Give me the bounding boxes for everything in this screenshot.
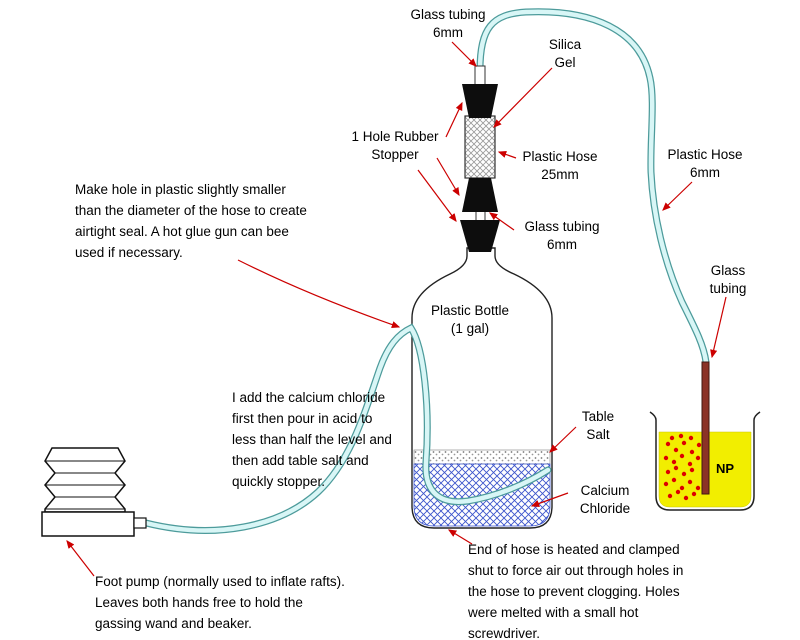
leader-silica-gel: [493, 67, 553, 128]
leader-lines: [66, 41, 727, 577]
leader-hose-6: [662, 181, 693, 211]
liquid-particles: [663, 433, 702, 501]
pump-bellows-folds: [45, 460, 125, 510]
silica-gel-tube: [464, 115, 496, 179]
leader-glass-tubing-mid: [489, 212, 515, 231]
foot-pump: [41, 447, 147, 537]
glass-tubing-right-label: Glass tubing: [709, 263, 747, 296]
acid-procedure-note: I add the calcium chloride first then po…: [232, 390, 392, 489]
silica-gel-label: Silica Gel: [548, 37, 582, 70]
leader-glass-tubing-top: [451, 41, 477, 67]
leader-stopper-1: [445, 101, 463, 138]
make-hole-note: Make hole in plastic slightly smaller th…: [75, 182, 307, 260]
glass-rod: [701, 361, 710, 495]
leader-stopper-3: [417, 169, 457, 222]
rubber-stopper-middle: [462, 178, 498, 212]
pump-hose: [142, 323, 552, 534]
rubber-stopper-bottle: [460, 220, 500, 252]
foot-pump-note: Foot pump (normally used to inflate raft…: [95, 574, 345, 631]
leader-make-hole: [237, 259, 401, 329]
pump-nozzle: [133, 517, 147, 529]
pump-bellows: [44, 447, 126, 513]
delivery-hose: [476, 8, 710, 366]
leader-glass-tubing-right: [710, 296, 727, 359]
beaker: [649, 361, 761, 511]
pump-base: [41, 511, 135, 537]
plastic-hose-25mm-label: Plastic Hose 25mm: [522, 149, 598, 182]
beaker-outline: [649, 411, 761, 511]
rubber-stopper-label: 1 Hole Rubber Stopper: [351, 129, 439, 162]
leader-stopper-2: [436, 157, 460, 197]
end-of-hose-note: End of hose is heated and clamped shut t…: [468, 542, 684, 640]
leader-end-of-hose: [447, 529, 473, 545]
np-label: NP: [715, 461, 735, 476]
plastic-hose-6mm-label: Plastic Hose 6mm: [667, 147, 743, 180]
leader-foot-pump: [66, 540, 95, 577]
rubber-stopper-top: [462, 84, 498, 118]
silica-gel-column: [460, 65, 500, 252]
leader-calcium-chloride: [530, 492, 569, 507]
table-salt-label: Table Salt: [581, 409, 615, 442]
plastic-bottle-label: Plastic Bottle (1 gal): [430, 303, 510, 336]
leader-table-salt: [549, 426, 577, 453]
leader-hose-25: [497, 151, 517, 159]
glass-tubing-top-label: Glass tubing 6mm: [410, 7, 486, 40]
calcium-chloride-label: Calcium Chloride: [579, 483, 631, 516]
glass-tubing-mid-label: Glass tubing 6mm: [524, 219, 600, 252]
